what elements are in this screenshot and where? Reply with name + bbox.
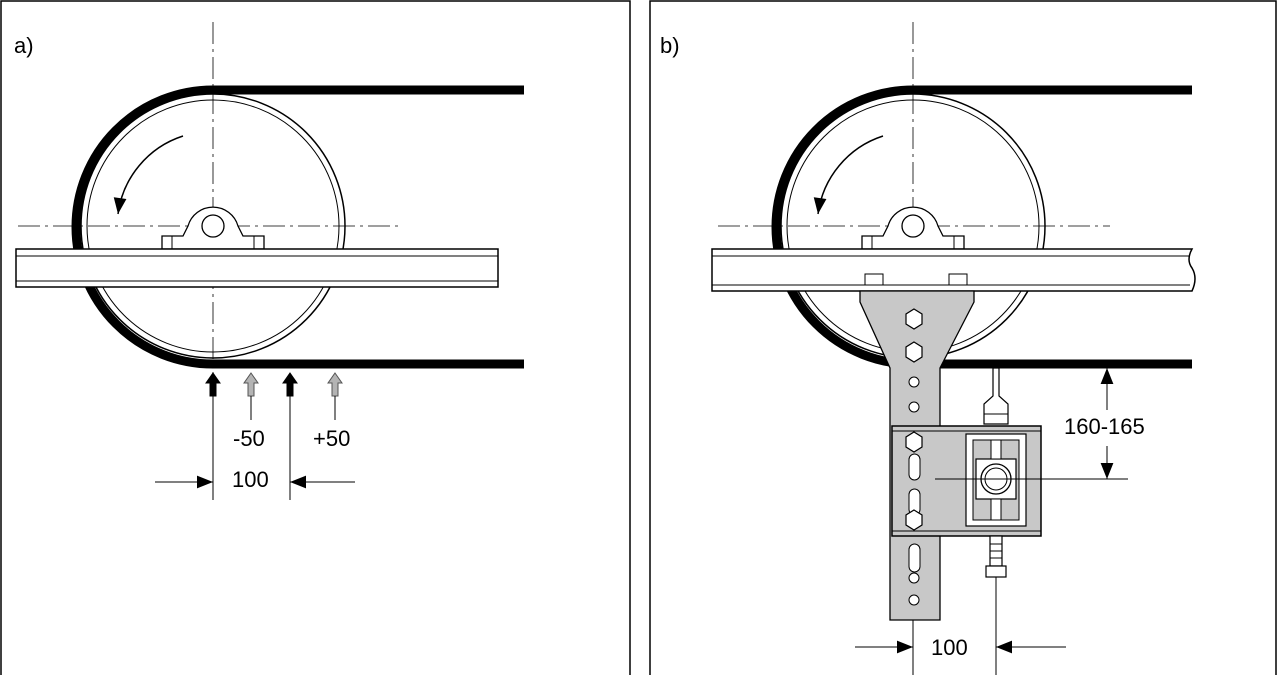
bracket-hole bbox=[908, 594, 920, 606]
bracket-hole bbox=[908, 376, 920, 388]
bracket-nut-2 bbox=[905, 341, 923, 363]
belt-a bbox=[71, 85, 524, 369]
panel-b: b) bbox=[649, 0, 1277, 675]
position-arrow-0 bbox=[205, 372, 221, 397]
dimension-label-a: 100 bbox=[232, 467, 269, 492]
dimension-label-b: 100 bbox=[931, 635, 968, 660]
position-arrow-100 bbox=[282, 372, 298, 397]
panel-a-frame bbox=[0, 0, 631, 675]
rotation-arrow-a bbox=[113, 135, 184, 215]
panel-a-label: a) bbox=[14, 33, 34, 58]
frame-beam-b bbox=[711, 248, 1196, 292]
panel-a: a) -50 +50 100 bbox=[0, 0, 631, 675]
sensor-stem-bottom bbox=[990, 498, 1002, 521]
gap-dimension-label: 160-165 bbox=[1064, 414, 1145, 439]
offset-plus-label: +50 bbox=[313, 426, 350, 451]
panel-b-frame bbox=[649, 0, 1277, 675]
top-clip bbox=[983, 367, 1009, 425]
shaft-a bbox=[201, 214, 225, 238]
slot-hole bbox=[908, 543, 921, 573]
bracket-hole bbox=[908, 401, 920, 413]
bracket-hole bbox=[908, 572, 920, 584]
bracket-nut-1 bbox=[905, 308, 923, 330]
shaft-b bbox=[901, 214, 925, 238]
panel-b-label: b) bbox=[660, 33, 680, 58]
belt-b bbox=[771, 85, 1192, 369]
plate-nut-2 bbox=[905, 509, 923, 531]
sensor-stem-top bbox=[990, 439, 1002, 460]
beam-bolt-left bbox=[864, 273, 884, 286]
beam-bolt-right bbox=[948, 273, 968, 286]
plate-nut-1 bbox=[905, 431, 923, 453]
position-arrow-plus50 bbox=[327, 372, 343, 397]
rotation-arrow-b bbox=[813, 135, 884, 215]
offset-minus-label: -50 bbox=[233, 426, 265, 451]
slot-hole bbox=[908, 453, 921, 481]
position-arrow-minus50 bbox=[243, 372, 259, 397]
stud-nut bbox=[985, 565, 1007, 578]
